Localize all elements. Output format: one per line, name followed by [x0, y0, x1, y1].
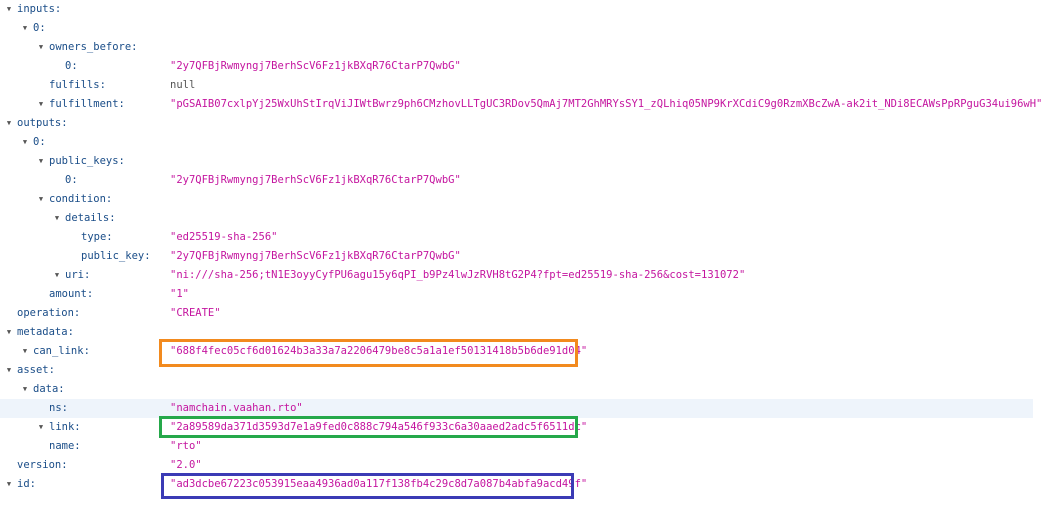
tree-row-details[interactable]: ▼ details:	[0, 209, 1033, 228]
tree-row-link[interactable]: ▼ link: "2a89589da371d3593d7e1a9fed0c888…	[0, 418, 1033, 437]
string-value: "CREATE"	[170, 307, 221, 319]
key-label: fulfillment:	[49, 98, 125, 110]
key-label: public_keys:	[49, 155, 125, 167]
triangle-down-icon[interactable]: ▼	[22, 385, 28, 393]
key-label: type:	[81, 231, 113, 243]
key-label: details:	[65, 212, 116, 224]
triangle-down-icon[interactable]: ▼	[54, 271, 60, 279]
key-label: 0:	[65, 174, 78, 186]
string-value: "688f4fec05cf6d01624b3a33a7a2206479be8c5…	[170, 345, 588, 357]
key-label: ns:	[49, 402, 68, 414]
key-label: link:	[49, 421, 81, 433]
key-label: version:	[17, 459, 68, 471]
triangle-down-icon[interactable]: ▼	[6, 480, 12, 488]
tree-row-public-key: public_key: "2y7QFBjRwmyngj7BerhScV6Fz1j…	[0, 247, 1033, 266]
tree-row-outputs[interactable]: ▼ outputs:	[0, 114, 1033, 133]
tree-row-operation: operation: "CREATE"	[0, 304, 1033, 323]
key-label: metadata:	[17, 326, 74, 338]
string-value: "rto"	[170, 440, 202, 452]
tree-row-data[interactable]: ▼ data:	[0, 380, 1033, 399]
key-label: public_key:	[81, 250, 151, 262]
string-value: "1"	[170, 288, 189, 300]
tree-row-name: name: "rto"	[0, 437, 1033, 456]
tree-row-amount: amount: "1"	[0, 285, 1033, 304]
tree-row-outputs-0[interactable]: ▼ 0:	[0, 133, 1033, 152]
tree-row-owners-before-0: 0: "2y7QFBjRwmyngj7BerhScV6Fz1jkBXqR76Ct…	[0, 57, 1033, 76]
key-label: data:	[33, 383, 65, 395]
tree-row-owners-before[interactable]: ▼ owners_before:	[0, 38, 1033, 57]
tree-row-public-keys[interactable]: ▼ public_keys:	[0, 152, 1033, 171]
tree-row-version: version: "2.0"	[0, 456, 1033, 475]
tree-row-type: type: "ed25519-sha-256"	[0, 228, 1033, 247]
triangle-down-icon[interactable]: ▼	[38, 423, 44, 431]
tree-row-inputs-0[interactable]: ▼ 0:	[0, 19, 1033, 38]
key-label: name:	[49, 440, 81, 452]
triangle-down-icon[interactable]: ▼	[38, 157, 44, 165]
triangle-down-icon[interactable]: ▼	[38, 100, 44, 108]
triangle-down-icon[interactable]: ▼	[6, 328, 12, 336]
tree-row-asset[interactable]: ▼ asset:	[0, 361, 1033, 380]
string-value: "2.0"	[170, 459, 202, 471]
triangle-down-icon[interactable]: ▼	[6, 366, 12, 374]
triangle-down-icon[interactable]: ▼	[54, 214, 60, 222]
key-label: uri:	[65, 269, 91, 281]
tree-row-uri[interactable]: ▼ uri: "ni:///sha-256;tN1E3oyyCyfPU6agu1…	[0, 266, 1033, 285]
tree-row-can-link[interactable]: ▼ can_link: "688f4fec05cf6d01624b3a33a7a…	[0, 342, 1033, 361]
tree-row-condition[interactable]: ▼ condition:	[0, 190, 1033, 209]
string-value: "ed25519-sha-256"	[170, 231, 278, 243]
triangle-down-icon[interactable]: ▼	[38, 195, 44, 203]
tree-row-ns: ns: "namchain.vaahan.rto"	[0, 399, 1033, 418]
string-value: "ad3dcbe67223c053915eaa4936ad0a117f138fb…	[170, 478, 588, 490]
triangle-down-icon[interactable]: ▼	[22, 138, 28, 146]
highlight-box-can-link	[159, 339, 578, 367]
key-label: inputs:	[17, 3, 62, 15]
triangle-down-icon[interactable]: ▼	[22, 347, 28, 355]
key-label: asset:	[17, 364, 55, 376]
string-value: "2a89589da371d3593d7e1a9fed0c888c794a546…	[170, 421, 588, 433]
null-value: null	[170, 79, 196, 91]
key-label: 0:	[33, 22, 46, 34]
tree-row-fulfills: fulfills: null	[0, 76, 1033, 95]
key-label: id:	[17, 478, 36, 490]
key-label: condition:	[49, 193, 113, 205]
tree-row-public-keys-0: 0: "2y7QFBjRwmyngj7BerhScV6Fz1jkBXqR76Ct…	[0, 171, 1033, 190]
string-value: "pGSAIB07cxlpYj25WxUhStIrqViJIWtBwrz9ph6…	[170, 98, 1042, 110]
tree-row-id[interactable]: ▼ id: "ad3dcbe67223c053915eaa4936ad0a117…	[0, 475, 1033, 494]
tree-row-inputs[interactable]: ▼ inputs:	[0, 0, 1033, 19]
key-label: owners_before:	[49, 41, 138, 53]
string-value: "ni:///sha-256;tN1E3oyyCyfPU6agu15y6qPI_…	[170, 269, 746, 281]
triangle-down-icon[interactable]: ▼	[6, 5, 12, 13]
key-label: 0:	[65, 60, 78, 72]
key-label: 0:	[33, 136, 46, 148]
key-label: outputs:	[17, 117, 68, 129]
triangle-down-icon[interactable]: ▼	[22, 24, 28, 32]
string-value: "2y7QFBjRwmyngj7BerhScV6Fz1jkBXqR76CtarP…	[170, 60, 461, 72]
string-value: "2y7QFBjRwmyngj7BerhScV6Fz1jkBXqR76CtarP…	[170, 250, 461, 262]
triangle-down-icon[interactable]: ▼	[38, 43, 44, 51]
key-label: operation:	[17, 307, 81, 319]
key-label: fulfills:	[49, 79, 106, 91]
string-value: "2y7QFBjRwmyngj7BerhScV6Fz1jkBXqR76CtarP…	[170, 174, 461, 186]
triangle-down-icon[interactable]: ▼	[6, 119, 12, 127]
key-label: can_link:	[33, 345, 90, 357]
tree-row-fulfillment[interactable]: ▼ fulfillment: "pGSAIB07cxlpYj25WxUhStIr…	[0, 95, 1042, 114]
key-label: amount:	[49, 288, 94, 300]
highlight-box-link	[159, 416, 578, 438]
tree-row-metadata[interactable]: ▼ metadata:	[0, 323, 1033, 342]
string-value: "namchain.vaahan.rto"	[170, 402, 303, 414]
highlight-box-id	[161, 473, 574, 499]
